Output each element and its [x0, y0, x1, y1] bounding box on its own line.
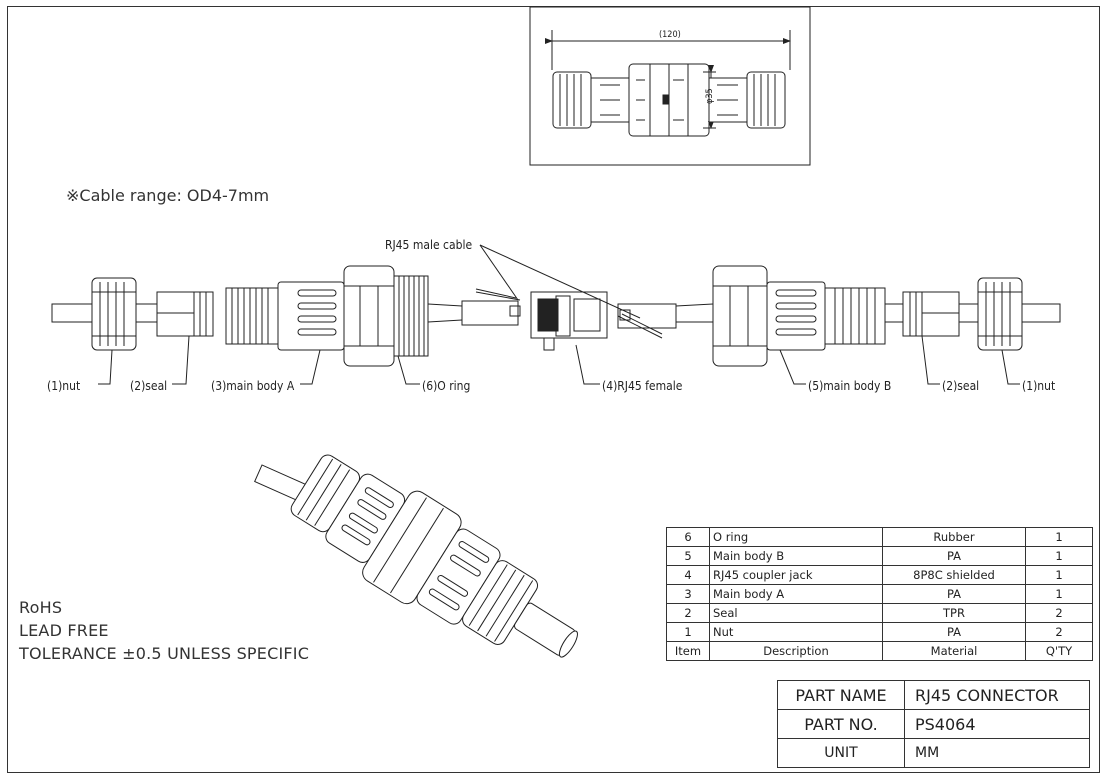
- part-name-label: PART NAME: [777, 680, 905, 710]
- main-body-b: [712, 265, 886, 367]
- bom-item: 6: [666, 527, 710, 547]
- bom-header-material: Material: [882, 641, 1026, 661]
- nut-right: [977, 277, 1023, 351]
- bom-description: Nut: [709, 622, 883, 642]
- table-row: 4 RJ45 coupler jack 8P8C shielded 1: [666, 565, 1093, 585]
- bom-material: 8P8C shielded: [882, 565, 1026, 585]
- general-notes: RoHS LEAD FREE TOLERANCE ±0.5 UNLESS SPE…: [19, 596, 309, 665]
- bom-material: Rubber: [882, 527, 1026, 547]
- bom-header-item: Item: [666, 641, 710, 661]
- title-block: PART NAME RJ45 CONNECTOR PART NO. PS4064…: [777, 680, 1090, 768]
- table-row: 1 Nut PA 2: [666, 622, 1093, 642]
- bom-header-description: Description: [709, 641, 883, 661]
- bom-material: PA: [882, 546, 1026, 566]
- bom-material: PA: [882, 584, 1026, 604]
- main-body-a: [225, 265, 395, 367]
- note-tolerance: TOLERANCE ±0.5 UNLESS SPECIFIC: [19, 644, 310, 663]
- unit-label: UNIT: [777, 738, 905, 768]
- bom-header-row: Item Description Material Q'TY: [666, 641, 1093, 661]
- part-no-value: PS4064: [904, 709, 1090, 739]
- bom-header-qty: Q'TY: [1025, 641, 1093, 661]
- bom-material: PA: [882, 622, 1026, 642]
- bom-qty: 2: [1025, 622, 1093, 642]
- callout-main-body-a: (3)main body A: [211, 379, 295, 393]
- cable-left: [51, 303, 93, 323]
- nut-left: [91, 277, 137, 351]
- top-view-box: [529, 6, 811, 166]
- rj45-male-plug-left: [461, 288, 521, 326]
- table-row: 6 O ring Rubber 1: [666, 527, 1093, 547]
- isometric-view: [254, 454, 578, 658]
- callout-nut-left: (1)nut: [47, 379, 80, 393]
- cable-right: [1021, 303, 1061, 323]
- bom-description: Main body B: [709, 546, 883, 566]
- top-view-length-label: (120): [659, 30, 681, 40]
- bom-table: 6 O ring Rubber 1 5 Main body B PA 1 4 R…: [666, 527, 1093, 661]
- bom-qty: 1: [1025, 584, 1093, 604]
- bom-description: O ring: [709, 527, 883, 547]
- bom-item: 3: [666, 584, 710, 604]
- bom-qty: 1: [1025, 527, 1093, 547]
- note-rohs: RoHS: [19, 598, 63, 617]
- title-row-part-name: PART NAME RJ45 CONNECTOR: [777, 680, 1090, 710]
- title-row-unit: UNIT MM: [777, 738, 1090, 768]
- bom-item: 1: [666, 622, 710, 642]
- bom-qty: 1: [1025, 565, 1093, 585]
- exploded-view: [51, 244, 1061, 385]
- top-view-diameter-label: φ35: [705, 88, 715, 104]
- title-row-part-no: PART NO. PS4064: [777, 709, 1090, 739]
- seal-left: [156, 291, 214, 337]
- rj45-male-plug-right: [617, 303, 677, 339]
- top-view: [529, 6, 811, 166]
- bom-item: 5: [666, 546, 710, 566]
- callout-main-body-b: (5)main body B: [808, 379, 891, 393]
- bom-qty: 2: [1025, 603, 1093, 623]
- bom-description: Main body A: [709, 584, 883, 604]
- table-row: 3 Main body A PA 1: [666, 584, 1093, 604]
- callout-nut-right: (1)nut: [1022, 379, 1055, 393]
- bom-description: Seal: [709, 603, 883, 623]
- part-no-label: PART NO.: [777, 709, 905, 739]
- callout-rj45-male-cable: RJ45 male cable: [385, 238, 472, 252]
- callout-seal-left: (2)seal: [130, 379, 167, 393]
- bom-description: RJ45 coupler jack: [709, 565, 883, 585]
- callout-o-ring: (6)O ring: [422, 379, 470, 393]
- callout-rj45-female: (4)RJ45 female: [602, 379, 683, 393]
- note-lead-free: LEAD FREE: [19, 621, 109, 640]
- rj45-female-coupler: [530, 291, 608, 351]
- o-ring: [393, 275, 429, 357]
- part-name-value: RJ45 CONNECTOR: [904, 680, 1090, 710]
- bom-material: TPR: [882, 603, 1026, 623]
- callout-seal-right: (2)seal: [942, 379, 979, 393]
- unit-value: MM: [904, 738, 1090, 768]
- table-row: 5 Main body B PA 1: [666, 546, 1093, 566]
- bom-item: 4: [666, 565, 710, 585]
- seal-right: [902, 291, 960, 337]
- cable-range-note: ※Cable range: OD4-7mm: [66, 186, 270, 205]
- bom-item: 2: [666, 603, 710, 623]
- bom-qty: 1: [1025, 546, 1093, 566]
- table-row: 2 Seal TPR 2: [666, 603, 1093, 623]
